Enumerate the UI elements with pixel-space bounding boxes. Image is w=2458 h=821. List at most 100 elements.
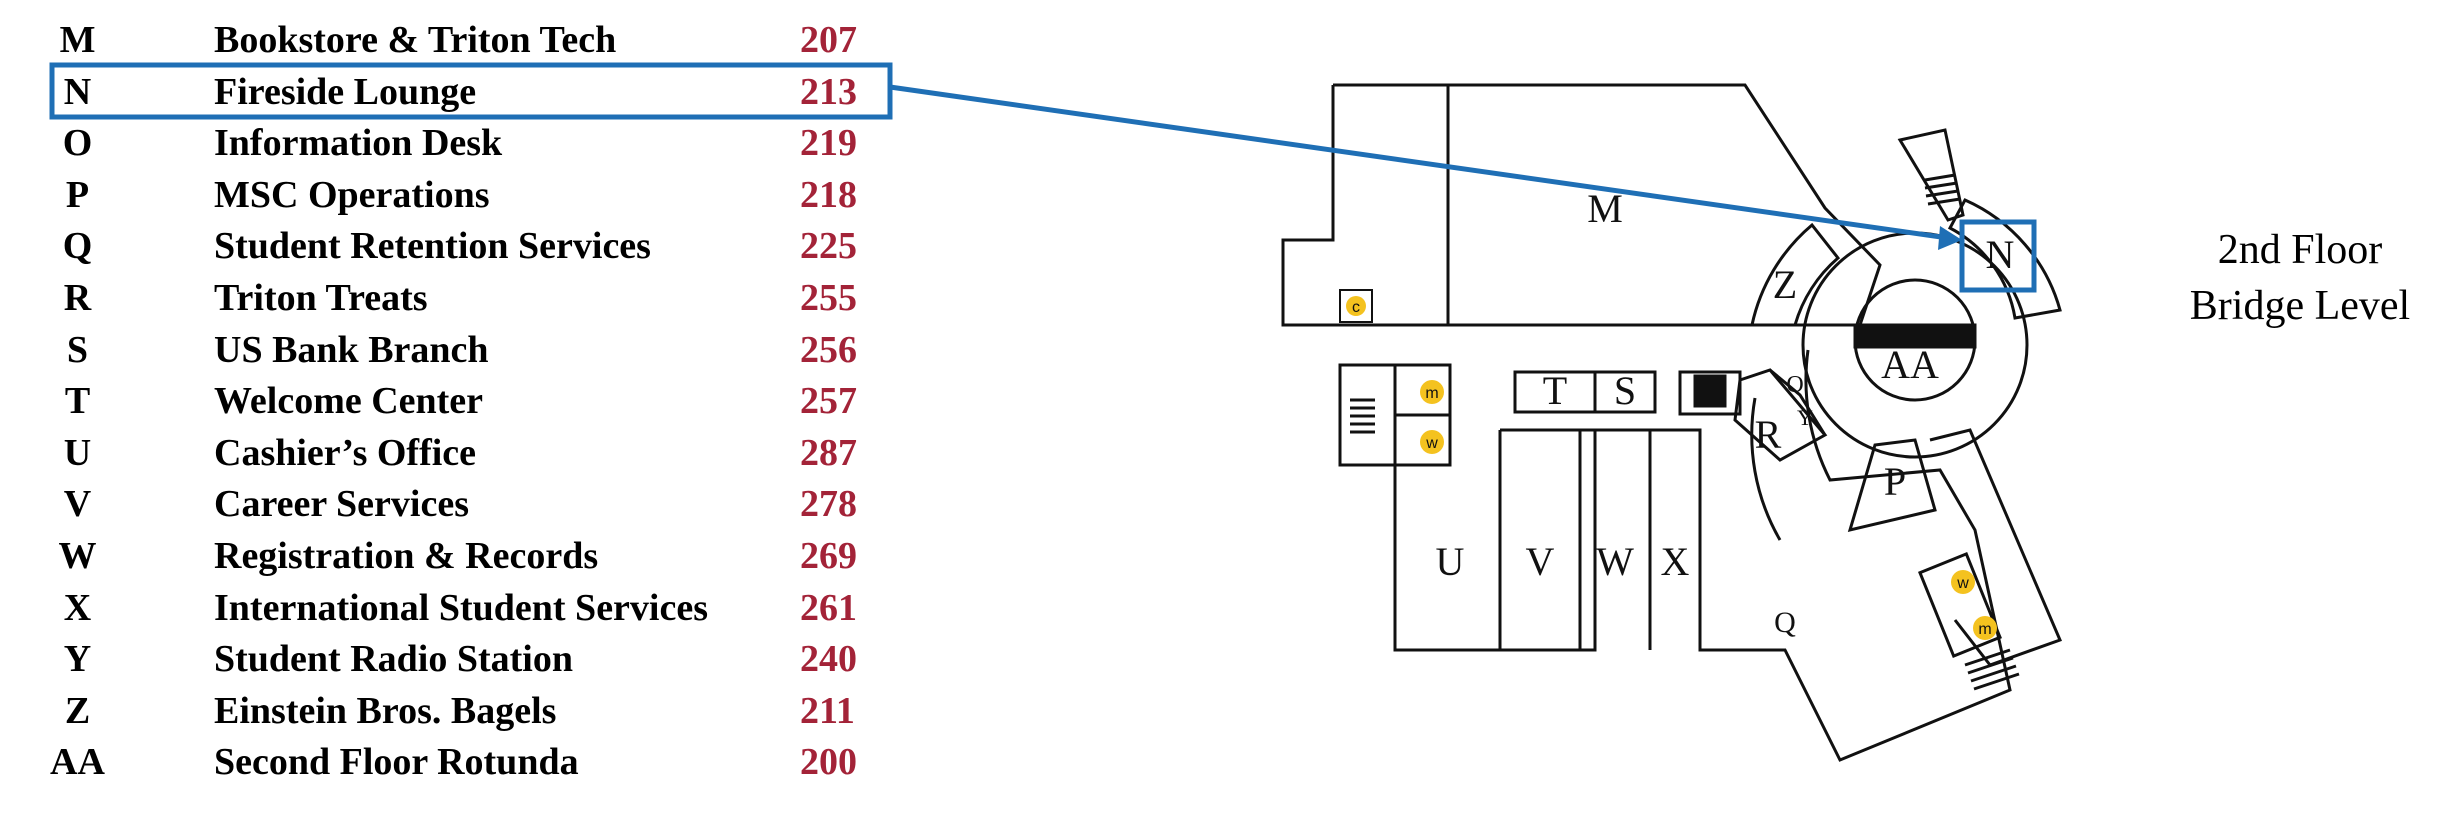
legend-name: Fireside Lounge — [214, 70, 477, 113]
elevator-box — [1678, 370, 1742, 416]
map-label-v: V — [1526, 539, 1555, 584]
map-label-o: O — [1786, 372, 1803, 398]
legend-name: Triton Treats — [214, 277, 428, 319]
legend-name: Career Services — [214, 483, 469, 526]
stairs-north — [1924, 173, 1961, 206]
highlight-arrowhead — [1938, 226, 1962, 250]
legend-row-z: Z Einstein Bros. Bagels 211 — [0, 685, 900, 737]
legend-room-number: 256 — [800, 328, 857, 371]
legend-row-o: O Information Desk 219 — [0, 117, 900, 169]
legend-name: Information Desk — [214, 122, 503, 165]
room-s-box — [1593, 370, 1657, 414]
legend-row-y: Y Student Radio Station 240 — [0, 633, 900, 685]
legend-name: Cashier’s Office — [214, 431, 477, 474]
map-label-n: N — [1986, 232, 2015, 277]
legend-name: MSC Operations — [214, 173, 490, 216]
floor-caption-line1: 2nd Floor — [2217, 227, 2383, 273]
room-n-wedge — [1947, 198, 2062, 320]
legend-name: Student Retention Services — [214, 225, 651, 268]
legend-letter: M — [59, 19, 96, 61]
legend-letter: W — [58, 535, 97, 577]
legend-letter: X — [63, 586, 92, 629]
legend-name: Welcome Center — [214, 380, 484, 423]
legend-room-number: 213 — [800, 70, 857, 113]
map-label-y: Y — [1797, 405, 1813, 430]
legend-room-number: 287 — [800, 431, 857, 474]
svg-text:w: w — [1956, 575, 1969, 592]
highlight-arrow — [889, 84, 1949, 241]
legend-letter: Y — [63, 638, 92, 681]
womens-restroom-icon-east: w — [1951, 570, 1975, 594]
stairs-southeast — [1964, 648, 2020, 691]
map-label-q: Q — [1774, 606, 1796, 639]
legend-letter: P — [65, 173, 90, 216]
legend-row-x: X International Student Services 261 — [0, 582, 900, 634]
map-label-w: W — [1596, 539, 1634, 584]
legend-name: Einstein Bros. Bagels — [214, 689, 557, 732]
legend-name: International Student Services — [214, 586, 708, 629]
legend-room-number: 278 — [800, 483, 857, 526]
legend-room-number: 225 — [800, 225, 857, 268]
legend-room-number: 207 — [800, 19, 857, 61]
legend-letter: T — [64, 380, 91, 423]
map-outline-west — [1281, 85, 1448, 327]
mens-restroom-icon: m — [1420, 380, 1444, 404]
legend-letter: Q — [62, 225, 93, 268]
svg-text:c: c — [1352, 299, 1360, 316]
legend-letter: N — [63, 70, 92, 113]
map-label-x: X — [1661, 539, 1690, 584]
legend-row-u: U Cashier’s Office 287 — [0, 427, 900, 479]
stairs-west — [1350, 398, 1375, 434]
legend-room-number: 240 — [800, 638, 857, 681]
legend-letter: R — [63, 277, 92, 319]
legend-row-t: T Welcome Center 257 — [0, 375, 900, 427]
legend-letter: O — [62, 122, 93, 165]
room-z-outline — [1750, 222, 1841, 327]
legend-row-aa: AA Second Floor Rotunda 200 — [0, 736, 900, 788]
rotunda-bar — [1853, 323, 1977, 349]
legend-room-number: 211 — [800, 689, 855, 732]
restroom-block-east — [1918, 551, 2002, 659]
legend-letter: AA — [50, 741, 105, 784]
legend-room-number: 261 — [800, 586, 857, 629]
legend-letter: S — [66, 328, 89, 371]
legend-row-p: P MSC Operations 218 — [0, 169, 900, 221]
map-label-m: M — [1587, 186, 1623, 231]
legend-room-number: 218 — [800, 173, 857, 216]
map-label-aa: AA — [1881, 342, 1939, 387]
legend-room-number: 255 — [800, 277, 857, 319]
highlight-box-legend — [49, 62, 893, 120]
map-label-r: R — [1755, 412, 1782, 457]
map-label-t: T — [1543, 368, 1567, 413]
svg-text:m: m — [1425, 385, 1438, 402]
legend-letter: Z — [64, 689, 91, 732]
room-q-outline — [1338, 349, 2012, 762]
legend-room-number: 269 — [800, 535, 857, 577]
room-p-outline — [1847, 438, 1937, 533]
legend-row-q: Q Student Retention Services 225 — [0, 220, 900, 272]
svg-text:m: m — [1978, 621, 1991, 638]
coffee-icon: c — [1339, 289, 1373, 323]
legend-room-number: 200 — [800, 741, 857, 784]
legend-letter: U — [63, 431, 92, 474]
legend-name: Student Radio Station — [214, 638, 573, 681]
womens-restroom-icon: w — [1420, 430, 1444, 454]
legend-name: Registration & Records — [214, 535, 599, 577]
legend-letter: V — [63, 483, 92, 526]
svg-text:w: w — [1425, 435, 1438, 452]
legend-row-v: V Career Services 278 — [0, 478, 900, 530]
mens-restroom-icon-east: m — [1973, 616, 1997, 640]
map-label-p: P — [1884, 459, 1906, 504]
legend-room-number: 257 — [800, 380, 857, 423]
highlight-box-map — [1959, 219, 2037, 293]
legend-row-n: N Fireside Lounge 213 — [0, 66, 900, 118]
legend-name: Second Floor Rotunda — [214, 741, 579, 784]
legend-row-r: R Triton Treats 255 — [0, 272, 900, 324]
legend-room-number: 219 — [800, 122, 857, 165]
room-r-outline — [1733, 368, 1828, 462]
map-label-u: U — [1436, 539, 1465, 584]
